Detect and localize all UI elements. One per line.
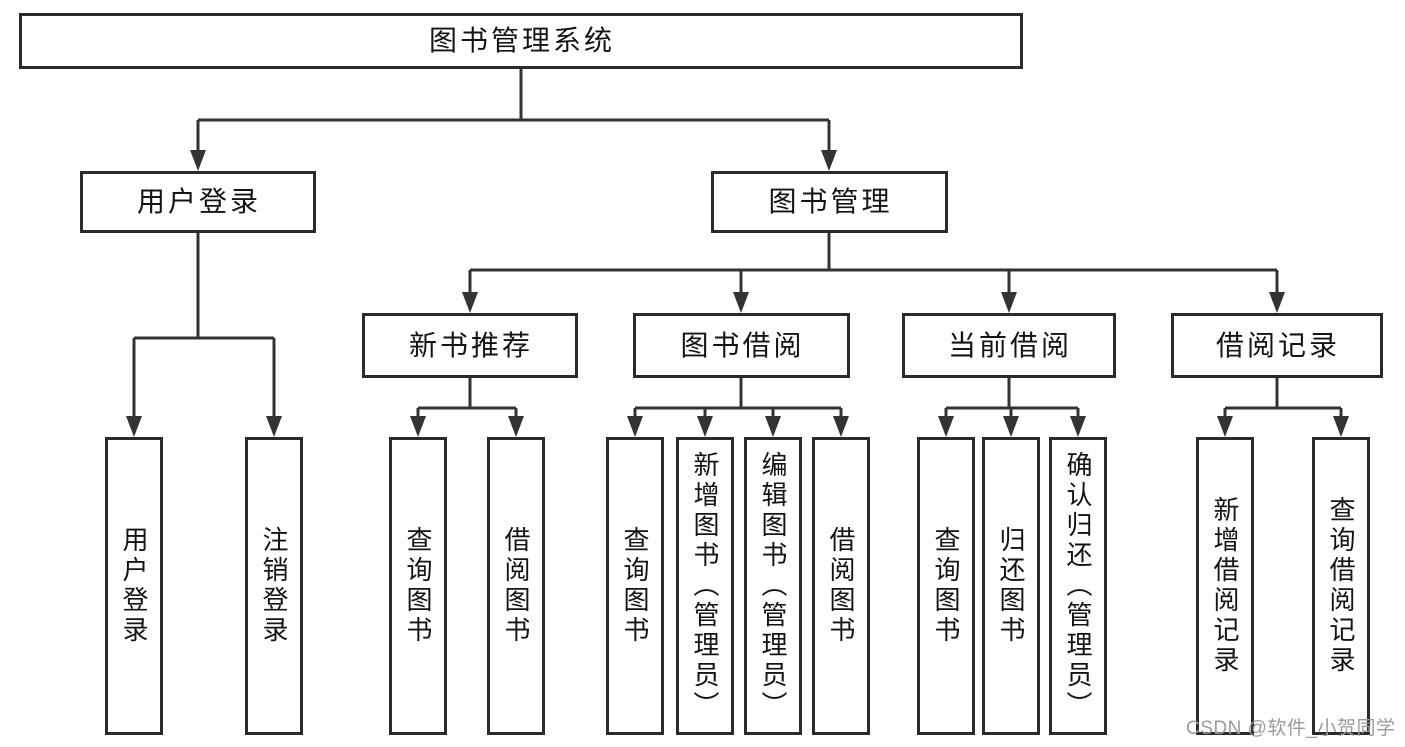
leaf-user-login: 用户登录 — [105, 437, 163, 735]
node-current-borrow: 当前借阅 — [902, 313, 1116, 378]
node-book-borrow-label: 图书借阅 — [680, 329, 805, 361]
leaf-nb-borrow-book-label: 借阅图书 — [501, 526, 531, 646]
leaf-bb-edit-book-admin-label: 编辑图书（管理员） — [758, 451, 788, 721]
connector-user-login-branch — [126, 233, 282, 437]
node-book-management: 图书管理 — [711, 171, 948, 233]
csdn-watermark: CSDN @软件_小贺同学 — [1186, 718, 1396, 739]
leaf-br-add-record: 新增借阅记录 — [1196, 437, 1254, 735]
node-new-book-recommend: 新书推荐 — [362, 313, 578, 378]
leaf-bb-borrow-book: 借阅图书 — [812, 437, 870, 735]
node-book-management-label: 图书管理 — [768, 186, 893, 217]
connector-record-branch — [1217, 378, 1349, 437]
leaf-bb-borrow-book-label: 借阅图书 — [826, 526, 856, 646]
node-borrow-record: 借阅记录 — [1171, 313, 1383, 378]
leaf-bb-query-book-label: 查询图书 — [620, 526, 650, 646]
connector-root-to-level2 — [190, 69, 837, 171]
node-book-borrow: 图书借阅 — [633, 313, 850, 378]
node-current-borrow-label: 当前借阅 — [947, 329, 1072, 361]
leaf-cb-confirm-return-admin-label: 确认归还（管理员） — [1063, 451, 1093, 721]
leaf-nb-query-book-label: 查询图书 — [403, 526, 433, 646]
node-user-login-label: 用户登录 — [136, 186, 261, 217]
leaf-nb-borrow-book: 借阅图书 — [487, 437, 545, 735]
leaf-logout-label: 注销登录 — [259, 526, 289, 646]
node-root: 图书管理系统 — [19, 13, 1023, 69]
connector-current-branch — [938, 378, 1086, 437]
leaf-cb-query-book: 查询图书 — [917, 437, 975, 735]
leaf-cb-return-book-label: 归还图书 — [996, 526, 1026, 646]
leaf-logout: 注销登录 — [245, 437, 303, 735]
connector-book-management-branch — [462, 233, 1285, 313]
node-new-book-recommend-label: 新书推荐 — [408, 329, 533, 361]
leaf-nb-query-book: 查询图书 — [389, 437, 447, 735]
leaf-bb-query-book: 查询图书 — [606, 437, 664, 735]
connector-borrow-branch — [627, 378, 849, 437]
leaf-bb-edit-book-admin: 编辑图书（管理员） — [744, 437, 802, 735]
leaf-bb-add-book-admin: 新增图书（管理员） — [676, 437, 734, 735]
connector-new-book-branch — [410, 378, 524, 437]
leaf-br-add-record-label: 新增借阅记录 — [1210, 496, 1240, 676]
leaf-cb-confirm-return-admin: 确认归还（管理员） — [1049, 437, 1107, 735]
leaf-br-query-record: 查询借阅记录 — [1312, 437, 1370, 735]
leaf-br-query-record-label: 查询借阅记录 — [1326, 496, 1356, 676]
leaf-user-login-label: 用户登录 — [119, 526, 149, 646]
node-borrow-record-label: 借阅记录 — [1215, 329, 1340, 361]
node-root-label: 图书管理系统 — [428, 25, 615, 56]
leaf-bb-add-book-admin-label: 新增图书（管理员） — [690, 451, 720, 721]
leaf-cb-query-book-label: 查询图书 — [931, 526, 961, 646]
node-user-login: 用户登录 — [80, 171, 316, 233]
leaf-cb-return-book: 归还图书 — [982, 437, 1040, 735]
